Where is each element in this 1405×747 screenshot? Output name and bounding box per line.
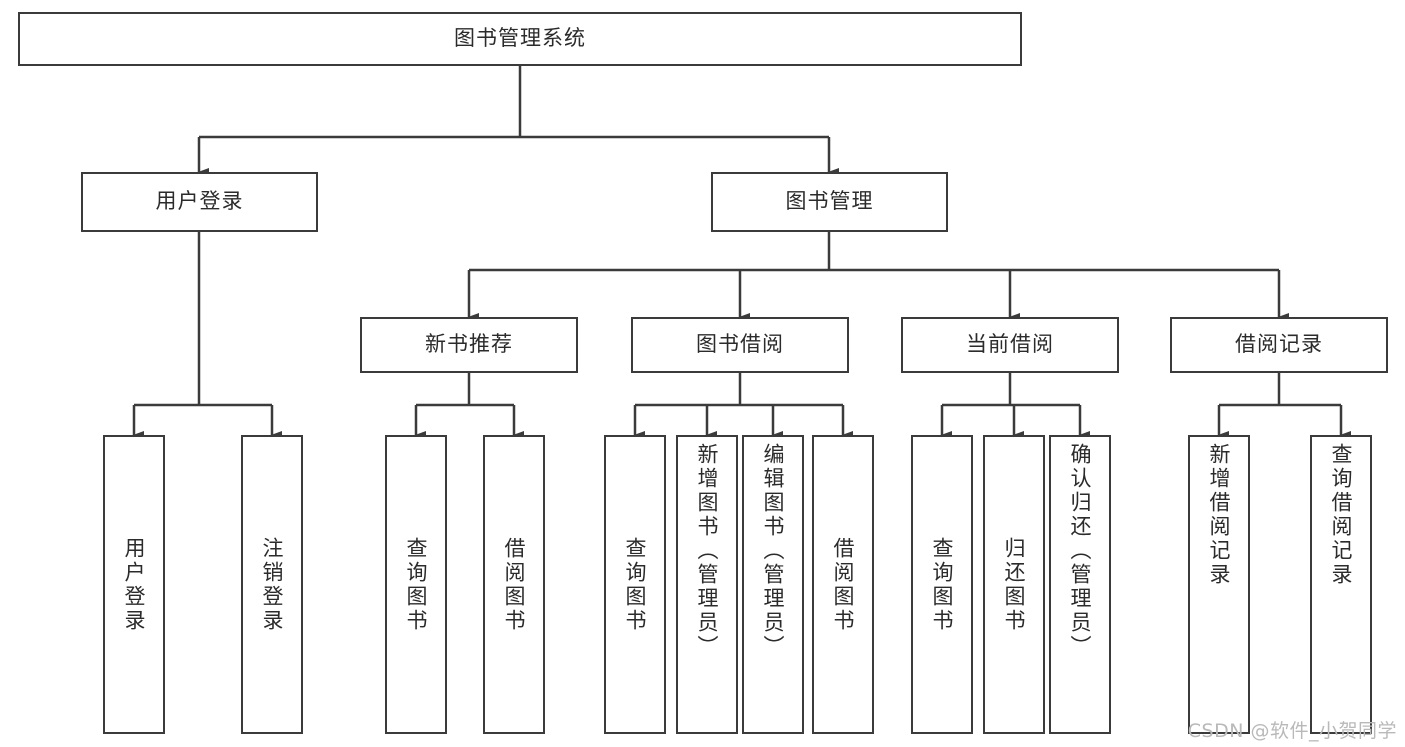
leaf-node-11-label: 确认归还（管理员） — [1068, 443, 1093, 659]
leaf-node-11[interactable]: 确认归还（管理员） — [1049, 435, 1111, 734]
level3-node-1[interactable]: 新书推荐 — [360, 317, 578, 373]
level2-node-2-label: 图书管理 — [785, 189, 874, 214]
leaf-node-3[interactable]: 查询图书 — [385, 435, 447, 734]
csdn-watermark: CSDN @软件_小贺同学 — [1187, 720, 1397, 742]
leaf-node-1[interactable]: 用户登录 — [103, 435, 165, 734]
level2-node-2[interactable]: 图书管理 — [711, 172, 948, 232]
leaf-node-7[interactable]: 编辑图书（管理员） — [742, 435, 804, 734]
leaf-node-12[interactable]: 新增借阅记录 — [1188, 435, 1250, 734]
leaf-node-5-label: 查询图书 — [623, 536, 648, 633]
leaf-node-3-label: 查询图书 — [404, 536, 429, 633]
leaf-node-2-label: 注销登录 — [260, 536, 285, 633]
leaf-node-5[interactable]: 查询图书 — [604, 435, 666, 734]
level3-node-2-label: 图书借阅 — [696, 332, 784, 357]
level3-node-2[interactable]: 图书借阅 — [631, 317, 849, 373]
level3-node-3-label: 当前借阅 — [966, 332, 1054, 357]
leaf-node-13[interactable]: 查询借阅记录 — [1310, 435, 1372, 734]
level2-node-1-label: 用户登录 — [155, 189, 244, 214]
leaf-node-2[interactable]: 注销登录 — [241, 435, 303, 734]
leaf-node-12-label: 新增借阅记录 — [1207, 443, 1232, 587]
root-node-book-management-system-label: 图书管理系统 — [454, 26, 586, 51]
level2-node-1[interactable]: 用户登录 — [81, 172, 318, 232]
leaf-node-8[interactable]: 借阅图书 — [812, 435, 874, 734]
leaf-node-1-label: 用户登录 — [122, 536, 147, 633]
root-node-book-management-system[interactable]: 图书管理系统 — [18, 12, 1022, 66]
leaf-node-10-label: 归还图书 — [1002, 536, 1027, 633]
level3-node-4-label: 借阅记录 — [1235, 332, 1323, 357]
leaf-node-13-label: 查询借阅记录 — [1329, 443, 1354, 587]
leaf-node-8-label: 借阅图书 — [831, 536, 856, 633]
level3-node-3[interactable]: 当前借阅 — [901, 317, 1119, 373]
level3-node-1-label: 新书推荐 — [425, 332, 513, 357]
leaf-node-9-label: 查询图书 — [930, 536, 955, 633]
leaf-node-4-label: 借阅图书 — [502, 536, 527, 633]
leaf-node-4[interactable]: 借阅图书 — [483, 435, 545, 734]
leaf-node-10[interactable]: 归还图书 — [983, 435, 1045, 734]
leaf-node-7-label: 编辑图书（管理员） — [761, 443, 786, 659]
leaf-node-9[interactable]: 查询图书 — [911, 435, 973, 734]
leaf-node-6[interactable]: 新增图书（管理员） — [676, 435, 738, 734]
leaf-node-6-label: 新增图书（管理员） — [695, 443, 720, 659]
level3-node-4[interactable]: 借阅记录 — [1170, 317, 1388, 373]
